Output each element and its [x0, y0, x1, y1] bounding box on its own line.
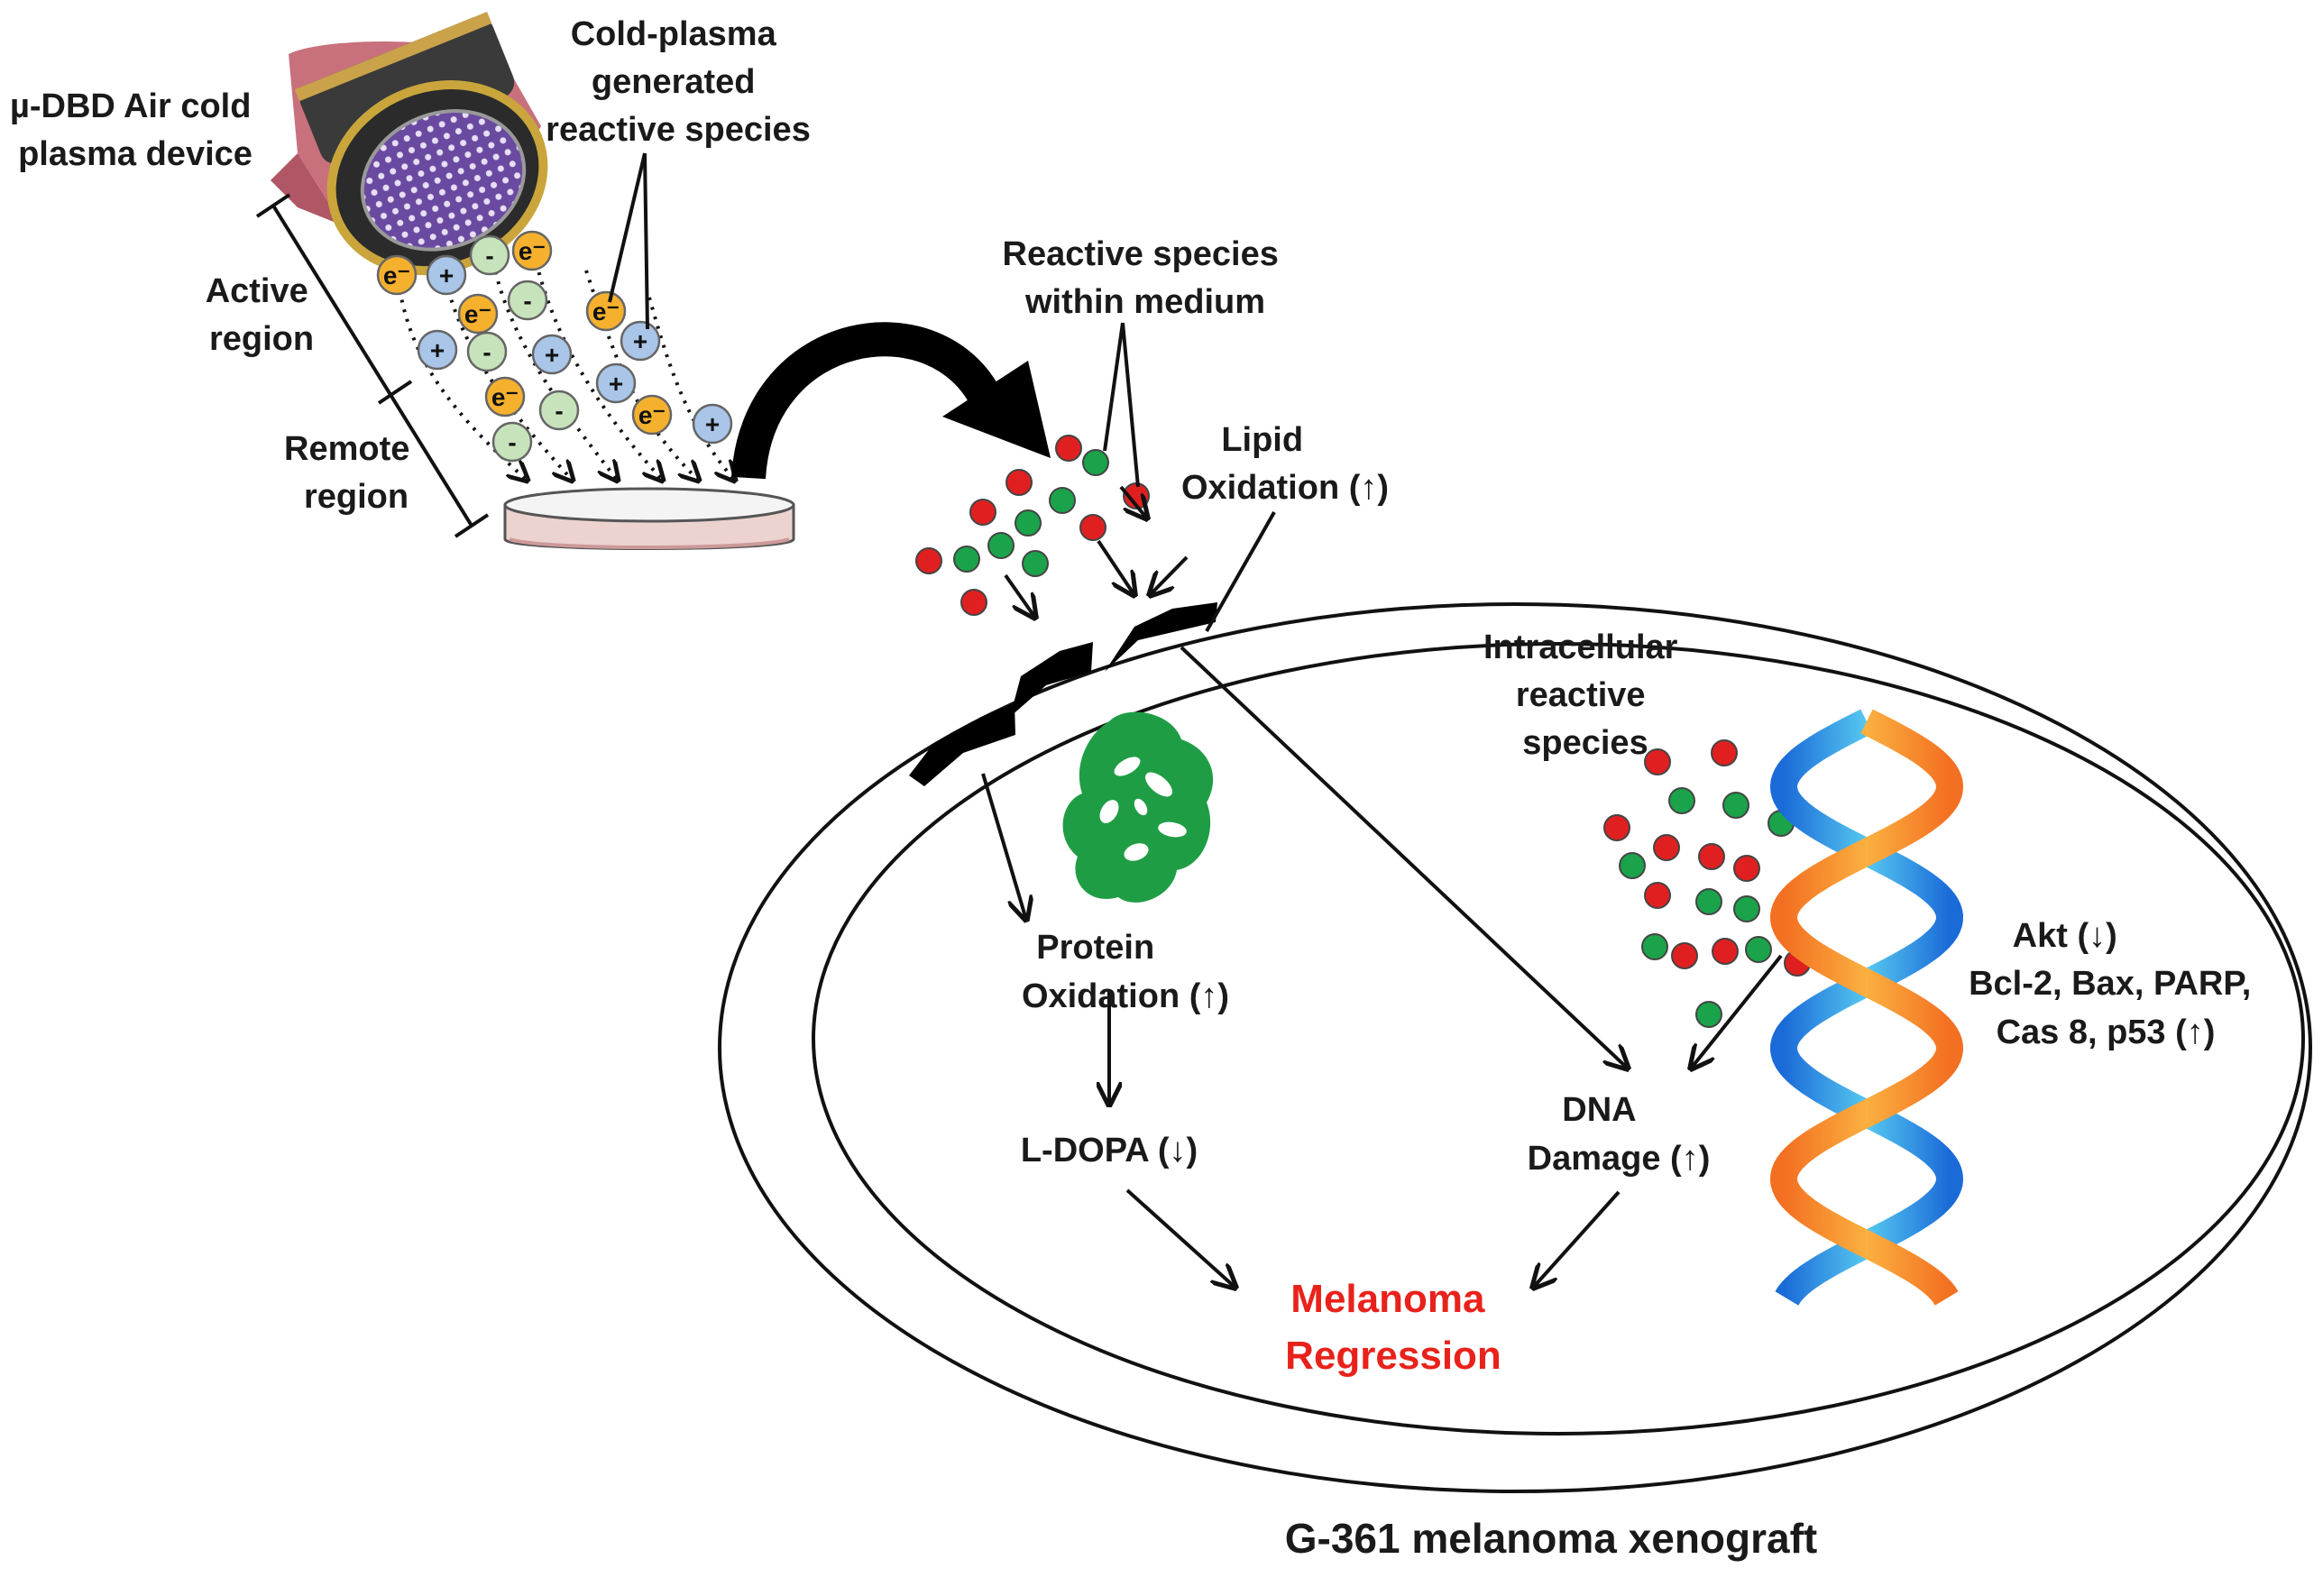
green-reactive-species: [987, 532, 1015, 559]
svg-text:-: -: [485, 242, 493, 270]
svg-text:e⁻: e⁻: [383, 261, 410, 289]
svg-text:-: -: [523, 287, 531, 315]
protein-icon: [1062, 711, 1214, 903]
region-bracket: [255, 193, 490, 538]
negative-ion-particle: -: [538, 390, 580, 431]
electron-particle: e⁻: [457, 293, 499, 335]
red-reactive-species: [1644, 882, 1671, 909]
negative-ion-particle: -: [507, 280, 548, 321]
xenograft-outer-boundary: [718, 602, 2312, 1493]
positive-ion-particle: +: [417, 329, 458, 371]
green-reactive-species: [1722, 792, 1749, 819]
svg-text:-: -: [555, 397, 563, 425]
red-reactive-species: [969, 499, 996, 526]
svg-text:+: +: [430, 336, 445, 364]
svg-text:e⁻: e⁻: [491, 383, 519, 411]
apoptosis-markers-label: Akt (↓) Bcl-2, Bax, PARP, Cas 8, p53 (↑): [1969, 917, 2261, 1051]
device-body: [294, 12, 548, 276]
red-reactive-species: [1603, 814, 1630, 841]
red-reactive-species: [1079, 514, 1106, 541]
positive-ion-particle: +: [531, 334, 573, 375]
svg-text:e⁻: e⁻: [464, 300, 491, 328]
electron-particle: e⁻: [511, 230, 553, 271]
red-reactive-species: [1711, 739, 1738, 766]
svg-text:+: +: [705, 410, 720, 438]
green-reactive-species: [1745, 936, 1772, 963]
figure-caption: G-361 melanoma xenograft: [1285, 1515, 1818, 1562]
green-reactive-species: [1082, 449, 1109, 476]
active-region-label: Active region: [206, 272, 318, 358]
red-reactive-species: [1644, 748, 1671, 775]
membrane-lesions: [909, 602, 1217, 786]
pathway-arrows: [981, 485, 1783, 1288]
green-reactive-species: [1641, 933, 1668, 960]
electron-particle: e⁻: [631, 394, 673, 436]
svg-text:+: +: [633, 327, 647, 355]
electron-particle: e⁻: [484, 376, 526, 417]
green-reactive-species: [1695, 1001, 1722, 1028]
positive-ion-particle: +: [426, 254, 467, 296]
plasma-particles: e⁻+-e⁻e⁻-e⁻+-++e⁻-+e⁻-+: [376, 230, 733, 463]
red-reactive-species: [1005, 469, 1033, 496]
cold-plasma-pointer-lines: [608, 152, 649, 330]
green-reactive-species: [1015, 509, 1042, 537]
green-reactive-species: [1733, 895, 1760, 922]
lipid-pointer-line: [1205, 511, 1276, 632]
dna-strand-blue: [1769, 709, 1964, 1306]
negative-ion-particle: -: [466, 331, 508, 372]
petri-dish: [503, 487, 795, 550]
green-reactive-species: [1022, 550, 1049, 577]
dna-strand-orange: [1769, 709, 1964, 1306]
electron-particle: e⁻: [376, 254, 418, 296]
red-reactive-species: [915, 547, 942, 574]
melanoma-regression-label: Melanoma Regression: [1285, 1277, 1501, 1378]
red-reactive-species: [1733, 855, 1760, 882]
medium-species-pointer-lines: [1103, 322, 1140, 488]
svg-text:e⁻: e⁻: [519, 237, 546, 265]
device-label: µ-DBD Air cold plasma device: [10, 87, 261, 173]
svg-text:+: +: [545, 341, 559, 369]
dna-helix-icon: [1769, 709, 1964, 1306]
transfer-arrow: [731, 322, 1051, 480]
svg-text:-: -: [508, 428, 516, 456]
intracellular-species-label: Intracellular reactive species: [1483, 628, 1687, 762]
red-reactive-species: [1653, 834, 1680, 861]
green-reactive-species: [1695, 888, 1722, 915]
green-reactive-species: [1668, 787, 1695, 814]
negative-ion-particle: -: [469, 234, 510, 276]
green-reactive-species: [1619, 852, 1646, 879]
positive-ion-particle: +: [692, 403, 733, 445]
lipid-oxidation-label: Lipid Oxidation (↑): [1181, 421, 1389, 507]
red-reactive-species: [1712, 938, 1739, 965]
protein-oxidation-label: Protein Oxidation (↑): [1022, 929, 1229, 1015]
plasma-device: [271, 12, 548, 276]
red-reactive-species: [1055, 435, 1082, 462]
medium-reactive-species: [915, 435, 1150, 616]
svg-text:+: +: [609, 370, 623, 398]
green-reactive-species: [953, 546, 980, 573]
ldopa-label: L-DOPA (↓): [1021, 1132, 1198, 1169]
electron-particle: e⁻: [585, 290, 627, 332]
svg-text:e⁻: e⁻: [638, 401, 666, 429]
red-reactive-species: [1698, 843, 1725, 870]
positive-ion-particle: +: [620, 320, 661, 362]
cell-inner-boundary: [812, 642, 2305, 1435]
svg-text:+: +: [439, 261, 454, 289]
dna-damage-label: DNA Damage (↑): [1528, 1091, 1711, 1178]
red-reactive-species: [960, 589, 987, 616]
remote-region-label: Remote region: [284, 430, 419, 516]
green-reactive-species: [1049, 487, 1076, 514]
medium-species-label: Reactive species within medium: [1003, 235, 1289, 321]
negative-ion-particle: -: [491, 421, 533, 463]
svg-text:e⁻: e⁻: [592, 298, 620, 326]
cold-plasma-label: Cold-plasma generated reactive species: [546, 15, 811, 149]
svg-text:-: -: [482, 338, 491, 366]
positive-ion-particle: +: [595, 362, 637, 404]
red-reactive-species: [1671, 942, 1698, 969]
